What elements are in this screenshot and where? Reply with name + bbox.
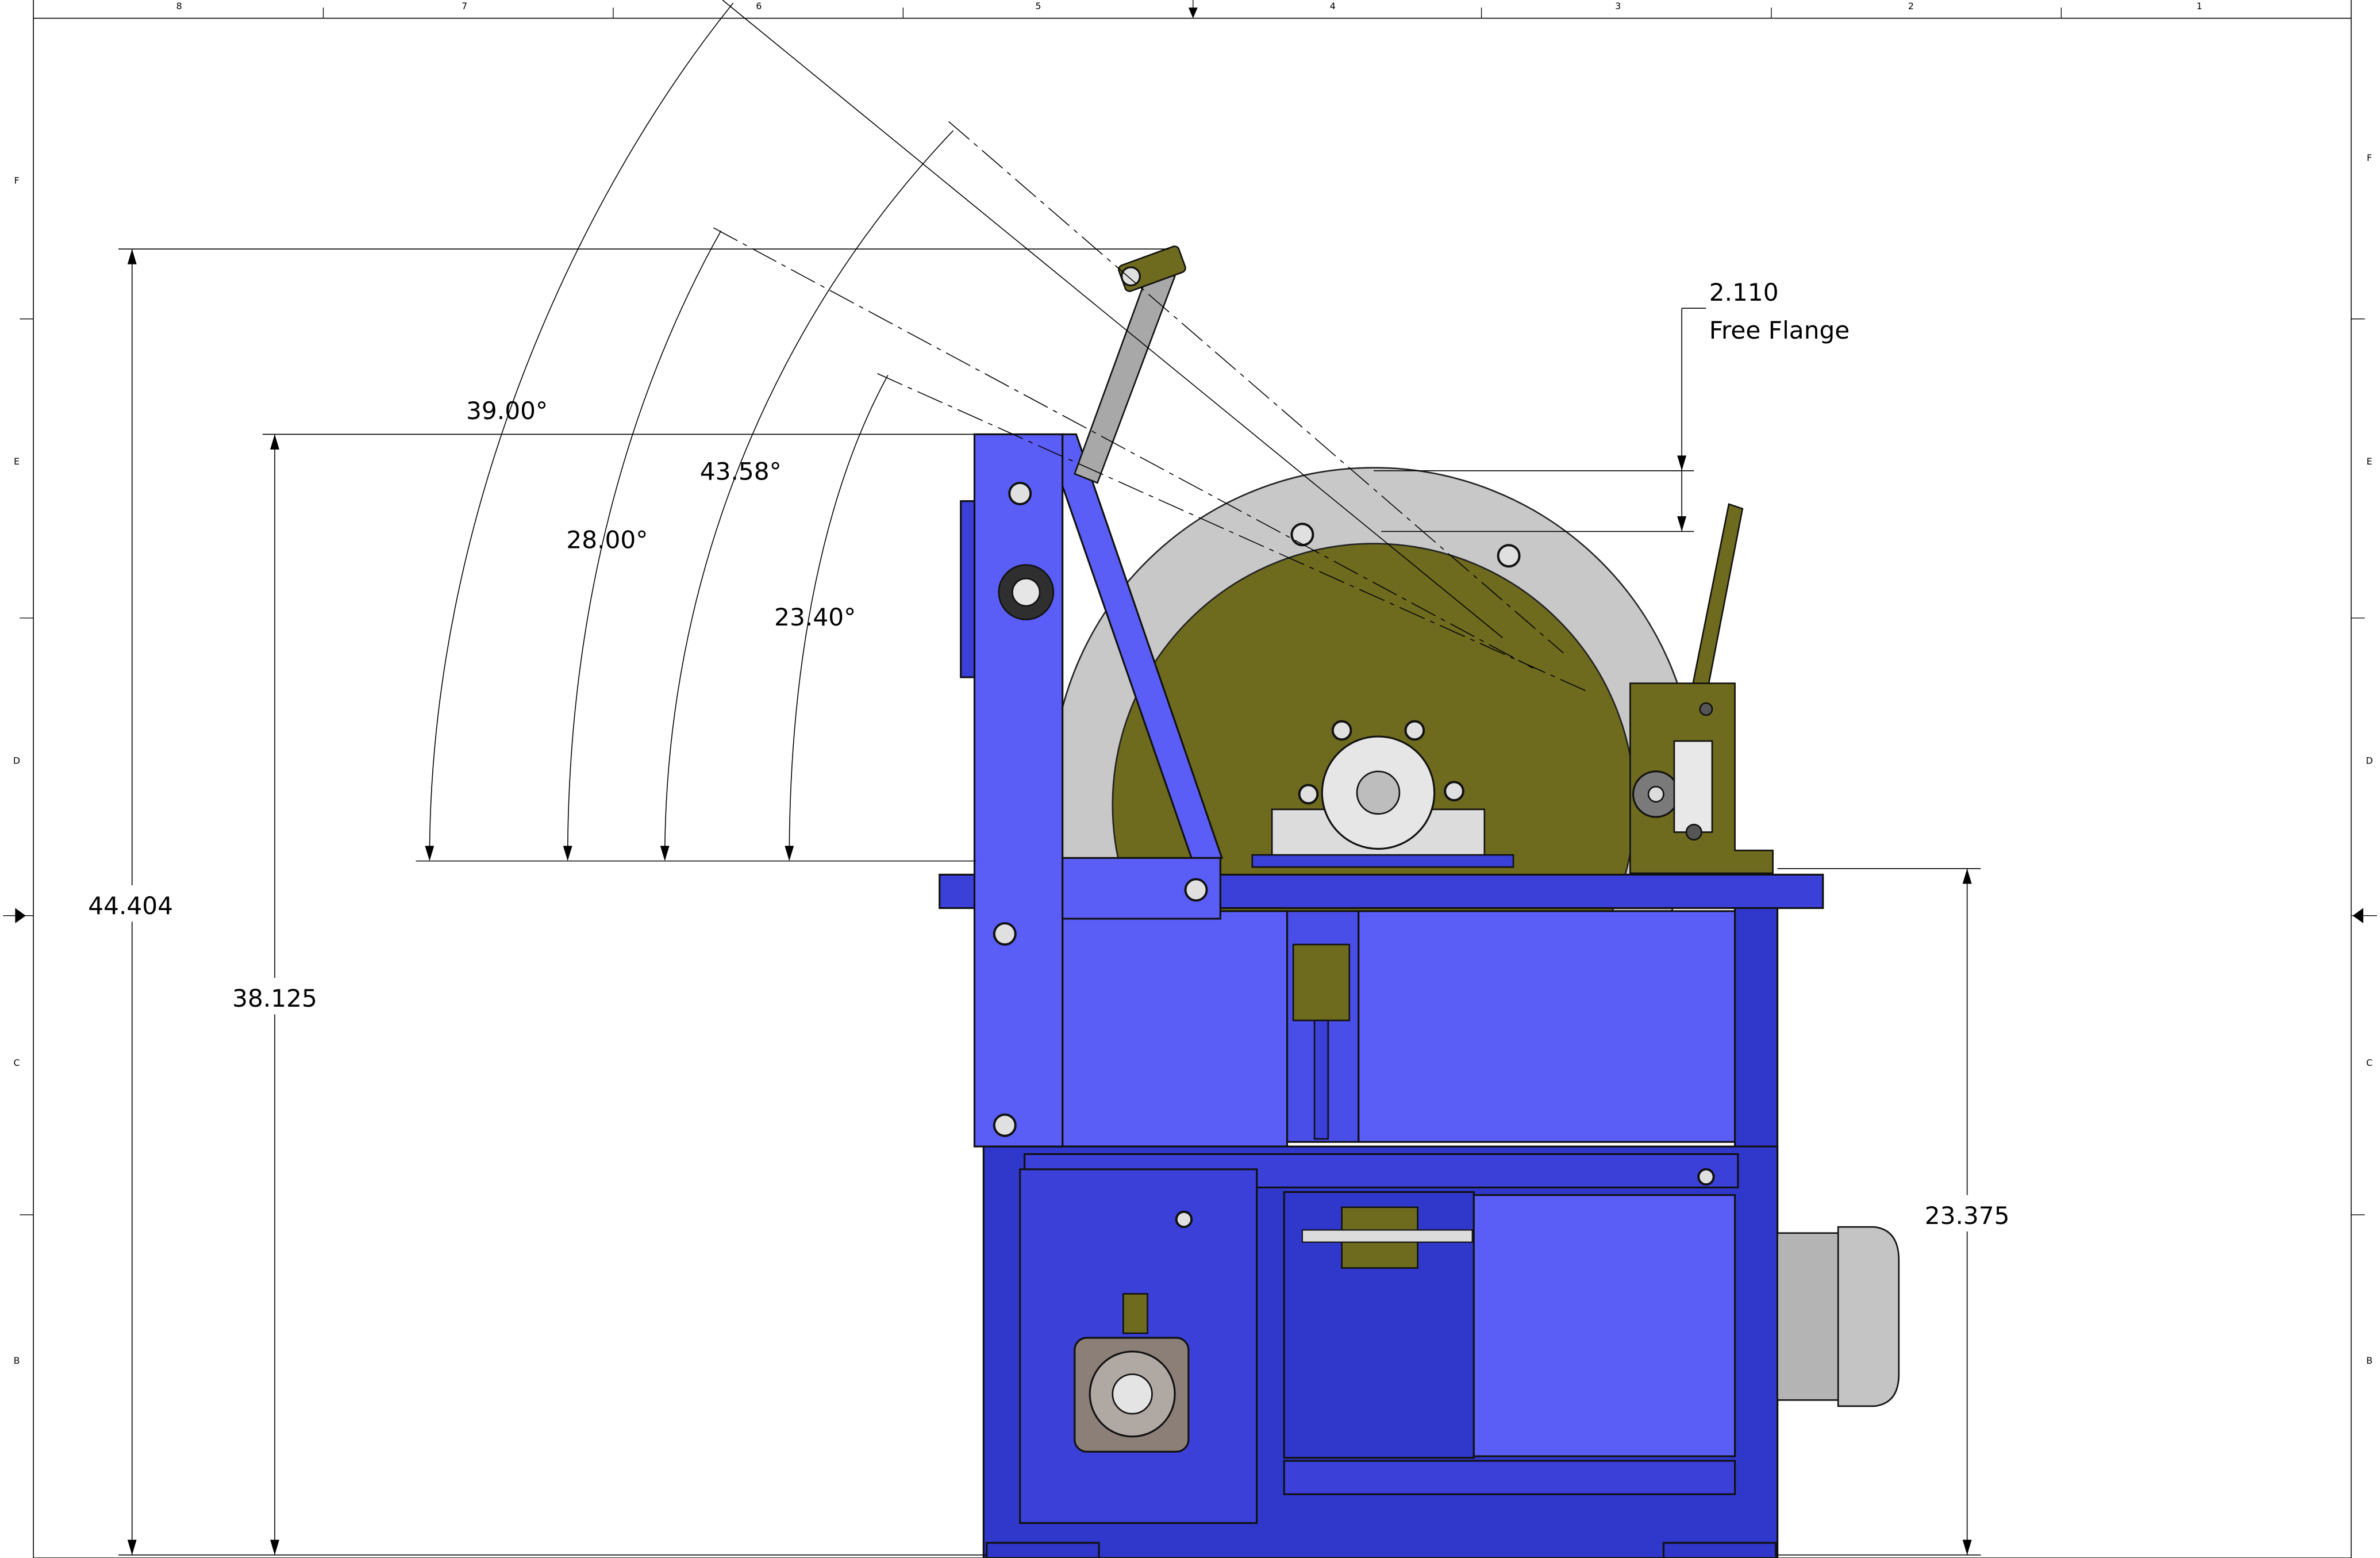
bearing-block: [1251, 735, 1514, 868]
row-label: E: [2367, 456, 2373, 467]
arrow-head: [425, 846, 435, 861]
flange-dimension-value: 2.110: [1709, 278, 1779, 306]
arrow-head: [127, 249, 137, 264]
arrow-head: [270, 434, 279, 450]
row-label: C: [2366, 1057, 2373, 1068]
upper-panel-left: [1062, 910, 1289, 1148]
tilt-arm: [1074, 245, 1186, 484]
motor: [1777, 1226, 1900, 1407]
arrow-head: [1677, 516, 1687, 532]
brake-assembly: [1629, 503, 1774, 874]
column-label: 6: [756, 1, 762, 11]
foot-right: [1662, 1542, 1777, 1558]
column-label: 4: [1330, 1, 1336, 11]
frame-bolts: [993, 481, 1715, 1229]
frame-bolt: [993, 1113, 1017, 1137]
angle-dimension: 43.58°: [700, 458, 782, 486]
arrow-head: [1962, 1540, 1972, 1555]
upper-panel-right: [1358, 910, 1736, 1143]
lower-panel-right: [1472, 1194, 1736, 1457]
angle-dimension: 28.00°: [566, 526, 648, 554]
arrow-head: [270, 1540, 279, 1555]
center-rod: [1313, 1019, 1329, 1140]
column-label: 7: [462, 1, 467, 11]
drum-bolt: [1444, 781, 1464, 801]
row-label: B: [2366, 1355, 2373, 1366]
center-mark-left: [15, 908, 26, 923]
flange-latch: [1122, 1293, 1148, 1334]
dimension-lines: [118, 0, 1981, 1556]
flange-bearing-bore: [1112, 1373, 1153, 1415]
bearing-bore: [1356, 770, 1401, 815]
post-side-plate: [960, 500, 976, 678]
drum-bolt: [1331, 720, 1352, 741]
pivot-bushing-bore: [1012, 578, 1041, 607]
column-label: 5: [1035, 1, 1041, 11]
column-labels: 8 7 6 5 4 3 2 1: [176, 1, 2202, 11]
frame-bolt: [993, 922, 1017, 946]
arrow-head: [1962, 868, 1972, 884]
center-mark-right: [2352, 908, 2363, 923]
arrow-head: [1677, 455, 1687, 471]
row-label: C: [14, 1057, 20, 1068]
left-post: [973, 433, 1064, 1148]
column-label: 3: [1615, 1, 1621, 11]
arrow-head: [563, 846, 572, 861]
label-mask: [1915, 1195, 2019, 1232]
drum-bolt: [1497, 544, 1521, 568]
frame-bolt: [1008, 481, 1032, 505]
bottom-rail: [1283, 1460, 1736, 1495]
tilt-arm-pin: [1121, 266, 1141, 287]
flange-bearing: [1074, 1293, 1190, 1453]
bearing-plate: [1251, 854, 1514, 868]
main-frame: [939, 433, 1824, 1558]
center-clamp-upper: [1292, 943, 1351, 1022]
brake-link: [1673, 740, 1713, 833]
dimension-arrows: [127, 249, 1972, 1555]
row-label: F: [14, 175, 19, 186]
frame-bolt: [1184, 878, 1208, 902]
flange-dimension-label: Free Flange: [1709, 316, 1850, 344]
column-label: 8: [176, 1, 182, 11]
drum-bolt: [1298, 784, 1319, 805]
brake-bolt: [1699, 702, 1713, 716]
center-mark-top: [1188, 7, 1198, 18]
slide-rod: [1301, 1229, 1473, 1243]
brake-bolt: [1685, 823, 1702, 841]
frame-bolt: [1175, 1210, 1193, 1229]
frame-height-dimension: 38.125: [232, 984, 317, 1012]
motor-end-cap: [1837, 1226, 1900, 1407]
brake-pivot-bore: [1647, 785, 1664, 803]
sheet-border: [33, 0, 2352, 1558]
drum-bolt: [1290, 523, 1314, 547]
row-labels-right: F E D C B: [2366, 152, 2373, 1366]
label-mask: [83, 885, 181, 922]
row-labels-left: F E D C B: [13, 175, 20, 1366]
column-label: 2: [1908, 1, 1914, 11]
row-label: D: [2366, 755, 2373, 766]
tilt-cylinder: [1074, 264, 1176, 484]
motor-body: [1777, 1232, 1842, 1401]
dimension-text: 39.00° 43.58° 28.00° 23.40° 44.404 38.12…: [88, 278, 2009, 1230]
row-label: B: [14, 1355, 20, 1366]
row-label: D: [13, 755, 20, 766]
arrow-head: [785, 846, 794, 861]
angle-dimension: 39.00°: [466, 397, 548, 425]
angle-dimension: 23.40°: [774, 603, 856, 631]
row-label: F: [2367, 152, 2372, 163]
column-label: 1: [2197, 1, 2202, 11]
drum-bolt: [1404, 720, 1425, 741]
arrow-head: [127, 1540, 137, 1555]
arrow-head: [660, 846, 670, 861]
table-height-dimension: 23.375: [1925, 1202, 2010, 1230]
label-mask: [224, 978, 325, 1015]
foot-left: [986, 1542, 1100, 1558]
row-label: E: [14, 456, 20, 467]
overall-height-dimension: 44.404: [88, 892, 173, 920]
frame-bolt: [1697, 1168, 1715, 1186]
